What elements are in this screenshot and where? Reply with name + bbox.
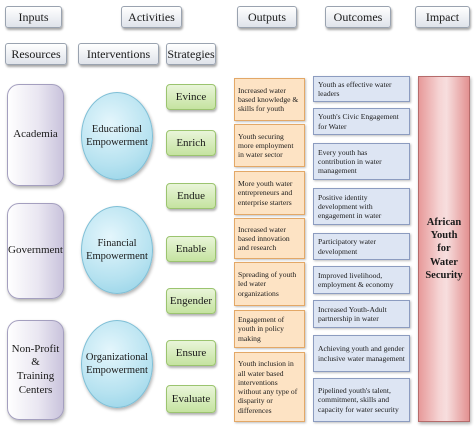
input-government: Government (7, 203, 64, 299)
outcome-text: Participatory water development (318, 237, 376, 256)
outcome-item: Pipelined youth's talent, commitment, sk… (313, 378, 410, 422)
strategy-enrich: Enrich (166, 130, 216, 156)
header-outputs: Outputs (237, 6, 297, 28)
header-outcomes: Outcomes (325, 6, 391, 28)
output-text: Youth securing more employment in water … (238, 131, 294, 160)
strategy-engender: Engender (166, 288, 216, 314)
outcome-item: Increased Youth-Adult partnership in wat… (313, 300, 410, 328)
outcome-text: Pipelined youth's talent, commitment, sk… (318, 386, 399, 414)
outcome-text: Every youth has contribution in water ma… (318, 147, 382, 176)
outcome-item: Positive identity development with engag… (313, 188, 410, 225)
outcome-text: Youth as effective water leaders (318, 79, 392, 98)
outcome-text: Improved livelihood, employment & econom… (318, 270, 394, 289)
outcome-text: Increased Youth-Adult partnership in wat… (318, 304, 387, 323)
strategy-endue: Endue (166, 183, 216, 209)
header-resources: Resources (5, 43, 67, 65)
output-item: Increased water based knowledge & skills… (234, 78, 305, 121)
output-item: Increased water based innovation and res… (234, 218, 305, 259)
input-non-profit-training-centers: Non-Profit & Training Centers (7, 320, 64, 420)
header-impact: Impact (415, 6, 470, 28)
input-academia: Academia (7, 84, 64, 186)
header-inputs: Inputs (5, 6, 62, 28)
impact-text: African Youth for Water Security (425, 217, 463, 281)
output-text: More youth water entrepreneurs and enter… (238, 179, 293, 207)
outcome-item: Youth's Civic Engagement for Water (313, 108, 410, 135)
outcome-item: Improved livelihood, employment & econom… (313, 266, 410, 294)
outcome-item: Youth as effective water leaders (313, 76, 410, 102)
intervention-educational-empowerment: Educational Empowerment (81, 92, 153, 180)
output-text: Youth inclusion in all water based inter… (238, 359, 298, 415)
outcome-text: Youth's Civic Engagement for Water (318, 112, 399, 131)
outcome-item: Achieving youth and gender inclusive wat… (313, 335, 410, 372)
output-item: Youth securing more employment in water … (234, 124, 305, 167)
output-item: More youth water entrepreneurs and enter… (234, 171, 305, 215)
intervention-organizational-empowerment: Organizational Empowerment (81, 320, 153, 408)
output-item: Spreading of youth led water organizatio… (234, 262, 305, 306)
output-text: Increased water based innovation and res… (238, 224, 290, 253)
strategy-enable: Enable (166, 236, 216, 262)
output-text: Spreading of youth led water organizatio… (238, 270, 297, 298)
output-text: Increased water based knowledge & skills… (238, 85, 299, 114)
impact-box: African Youth for Water Security (418, 76, 470, 422)
outcome-text: Achieving youth and gender inclusive wat… (318, 344, 405, 363)
output-text: Engagement of youth in policy making (238, 315, 285, 343)
strategy-evaluate: Evaluate (166, 385, 216, 413)
strategy-evince: Evince (166, 84, 216, 110)
outcome-text: Positive identity development with engag… (318, 192, 382, 221)
strategy-ensure: Ensure (166, 340, 216, 366)
outcome-item: Participatory water development (313, 233, 410, 260)
header-interventions: Interventions (78, 43, 159, 65)
output-item: Youth inclusion in all water based inter… (234, 352, 305, 422)
output-item: Engagement of youth in policy making (234, 310, 305, 348)
intervention-financial-empowerment: Financial Empowerment (81, 206, 153, 294)
header-activities: Activities (121, 6, 182, 28)
outcome-item: Every youth has contribution in water ma… (313, 143, 410, 180)
header-strategies: Strategies (166, 43, 216, 65)
